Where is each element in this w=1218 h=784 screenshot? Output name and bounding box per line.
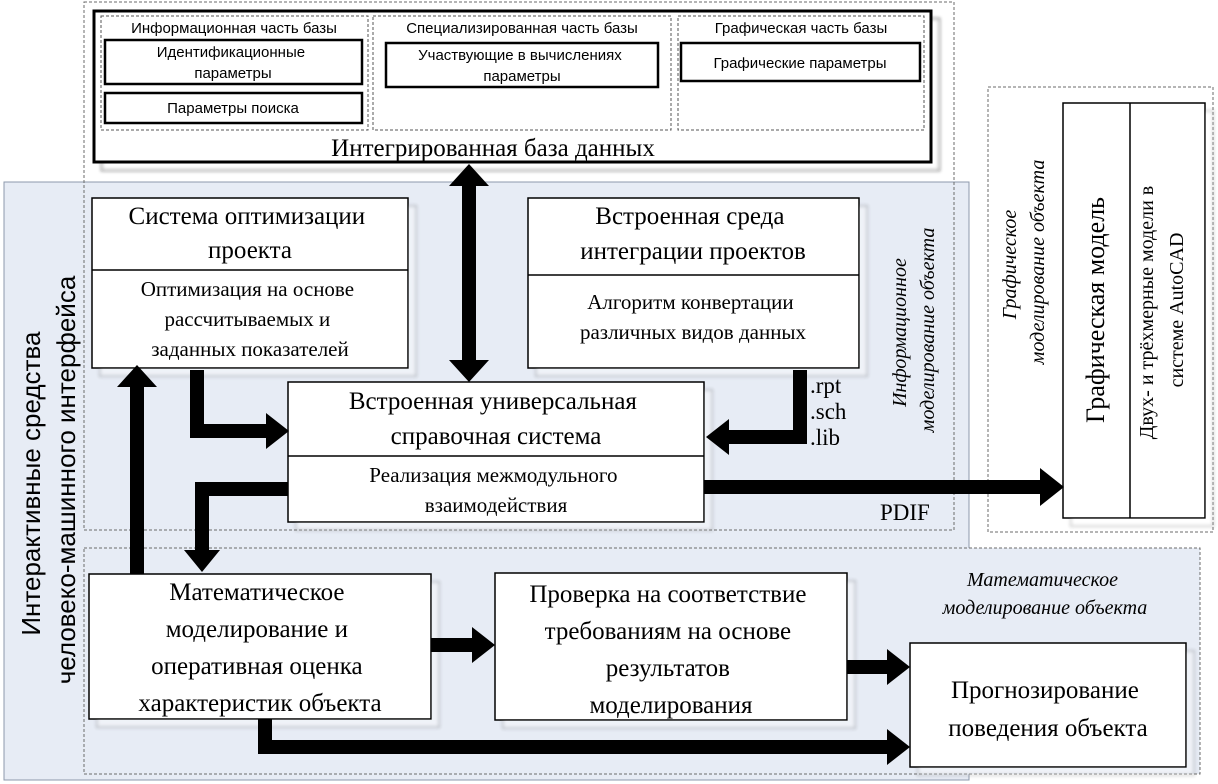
arrows (117, 164, 1064, 765)
pdif-label: PDIF (880, 500, 930, 525)
db-info-part-title: Информационная часть базы (131, 20, 337, 37)
arrow-reference-math (184, 482, 288, 572)
graphic-model-body: Двух- и трёхмерные модели в системе Auto… (1136, 181, 1188, 439)
optimization-title: Система оптимизации проекта (129, 203, 372, 264)
db-item-graphic: Графические параметры (713, 55, 886, 72)
reference-title: Встроенная универсальная справочная сист… (349, 388, 643, 450)
forecast-block (909, 642, 1187, 768)
verification-block (494, 572, 848, 721)
math-model-text: Математическое моделирование и оперативн… (138, 579, 381, 717)
graphic-modeling-label: Графическое моделирование объекта (999, 160, 1049, 366)
arrow-optimization-reference (190, 370, 289, 449)
arrow-verification-forecast (847, 649, 910, 685)
database-title: Интегрированная база данных (331, 135, 655, 162)
db-item-identification-box (103, 38, 364, 86)
math-modeling-label: Математическое моделирование объекта (942, 569, 1148, 619)
arrow-math-forecast (258, 719, 910, 765)
db-graphic-part-title: Графическая часть базы (715, 20, 887, 37)
db-item-calc: Участвующие в вычислениях параметры (418, 47, 626, 85)
arrow-db-reference (449, 164, 489, 382)
optimization-body: Оптимизация на основе рассчитываемых и з… (141, 277, 360, 361)
forecast-text: Прогнозирование поведения объекта (948, 677, 1147, 742)
graphic-model-title: Графическая модель (1081, 197, 1110, 423)
arrow-reference-graphic (704, 468, 1064, 506)
arrow-math-verification (431, 627, 495, 663)
arrow-math-optimization (117, 365, 157, 574)
db-item-search: Параметры поиска (167, 100, 299, 117)
db-item-graphic-box (679, 41, 922, 83)
file-format-rpt: .rpt (810, 373, 842, 398)
graphic-model-block (1062, 102, 1206, 519)
reference-body: Реализация межмодульного взаимодействия (369, 463, 622, 517)
db-item-search-box (103, 91, 364, 125)
db-item-calc-box (384, 41, 660, 89)
info-modeling-region (83, 1, 955, 531)
integration-title: Встроенная среда интеграции проектов (580, 203, 806, 265)
arrow-integration-reference (706, 370, 807, 455)
integration-body: Алгоритм конвертации различных видов дан… (580, 290, 807, 344)
optimization-block (91, 197, 409, 369)
verification-text: Проверка на соответствие требованиям на … (529, 581, 812, 719)
integration-block (527, 197, 860, 369)
db-special-part-title: Специализированная часть базы (406, 20, 638, 37)
file-format-sch: .sch (810, 399, 847, 424)
reference-block (287, 381, 705, 523)
info-modeling-label: Информационное моделирование объекта (889, 228, 939, 434)
file-format-lib: .lib (810, 425, 840, 450)
interactive-region-label: Интерактивные средства человеко-машинног… (16, 275, 81, 684)
db-item-identification: Идентификационные параметры (157, 44, 310, 82)
